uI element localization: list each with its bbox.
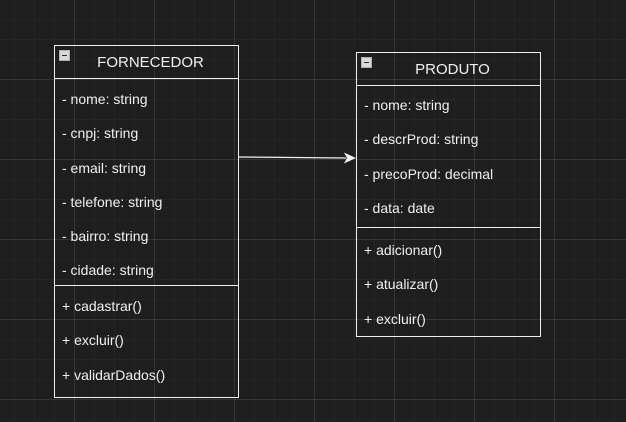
attribute-item[interactable]: - descrProd: string <box>364 131 479 148</box>
operation-item[interactable]: + excluir() <box>62 332 124 349</box>
attributes-section: - nome: string - cnpj: string - email: s… <box>55 79 238 286</box>
attribute-item[interactable]: - cnpj: string <box>62 125 139 142</box>
attribute-item[interactable]: - email: string <box>62 159 147 176</box>
collapse-icon[interactable] <box>361 57 372 68</box>
collapse-icon[interactable] <box>59 50 70 61</box>
attribute-item[interactable]: - data: date <box>364 199 435 216</box>
attribute-item[interactable]: - cidade: string <box>62 262 154 279</box>
attribute-item[interactable]: - telefone: string <box>62 193 163 210</box>
attribute-item[interactable]: - precoProd: decimal <box>364 165 494 182</box>
class-header: FORNECEDOR <box>55 46 238 79</box>
attribute-item[interactable]: - bairro: string <box>62 228 149 245</box>
operations-section: + cadastrar() + excluir() + validarDados… <box>55 286 238 392</box>
class-produto[interactable]: PRODUTO - nome: string - descrProd: stri… <box>356 52 541 337</box>
operations-section: + adicionar() + atualizar() + excluir() <box>357 228 540 336</box>
operation-item[interactable]: + cadastrar() <box>62 298 142 314</box>
operation-item[interactable]: + adicionar() <box>364 242 443 258</box>
operation-item[interactable]: + atualizar() <box>364 276 439 293</box>
attributes-section: - nome: string - descrProd: string - pre… <box>357 86 540 228</box>
class-header: PRODUTO <box>357 53 540 86</box>
class-fornecedor[interactable]: FORNECEDOR - nome: string - cnpj: string… <box>54 45 239 398</box>
class-name: FORNECEDOR <box>97 54 204 71</box>
attribute-item[interactable]: - nome: string <box>364 97 450 113</box>
operation-item[interactable]: + excluir() <box>364 310 426 327</box>
attribute-item[interactable]: - nome: string <box>62 91 148 107</box>
association-line <box>238 156 347 159</box>
arrowhead-icon <box>344 152 356 164</box>
class-name: PRODUTO <box>415 61 490 78</box>
operation-item[interactable]: + validarDados() <box>62 366 166 383</box>
